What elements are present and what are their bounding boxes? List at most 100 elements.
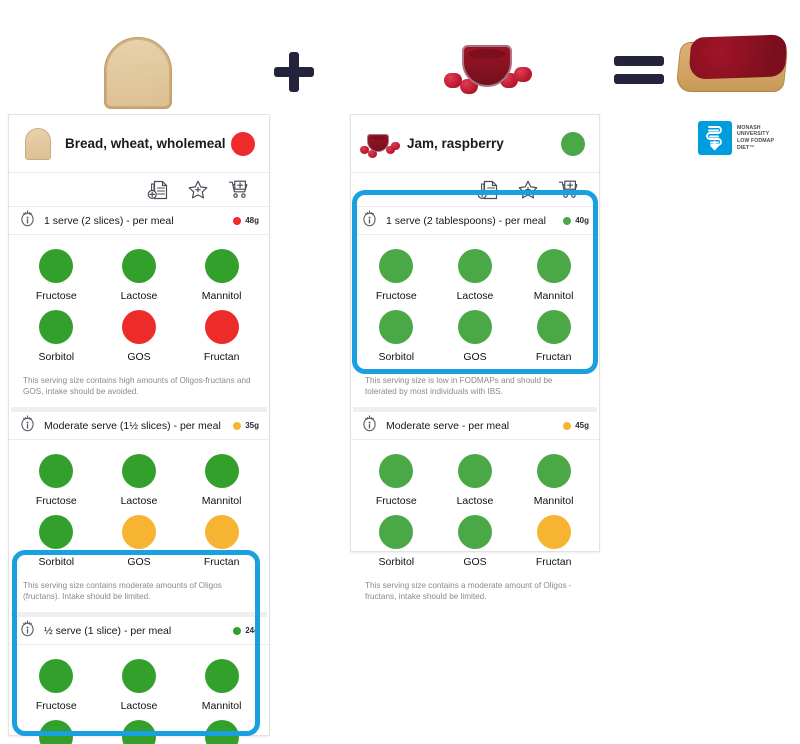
- food-card-bread: Bread, wheat, wholemeal: [8, 114, 270, 744]
- serving-amount: 35g: [233, 421, 259, 430]
- food-thumbnail: [17, 124, 57, 164]
- add-to-favourites[interactable]: [187, 179, 209, 201]
- add-to-shopping-list[interactable]: [557, 179, 581, 201]
- fodmap-label: Fructan: [203, 556, 240, 568]
- card-action-row: [9, 173, 269, 207]
- raspberry-thumb-shape: [391, 141, 400, 150]
- fodmap-cell: Lactose: [98, 659, 181, 712]
- food-title: Bread, wheat, wholemeal: [65, 136, 226, 151]
- fodmap-dot: [121, 659, 156, 693]
- add-to-food-diary[interactable]: [477, 179, 499, 201]
- fodmap-dot: [121, 720, 156, 744]
- fodmap-dot: [39, 720, 74, 744]
- bread-thumb-shape: [25, 127, 51, 160]
- serving-header[interactable]: Moderate serve (1½ slices) - per meal 35…: [9, 412, 269, 440]
- serving-block: 1 serve (2 slices) - per meal 48g Fructo…: [9, 207, 269, 412]
- hero-bread-image: [96, 25, 180, 111]
- fodmap-label: Fructose: [35, 290, 77, 302]
- fodmap-label: GOS: [127, 556, 151, 568]
- hero-jam-image: [438, 25, 534, 111]
- fodmap-label: Fructose: [35, 700, 77, 712]
- fodmap-grid: Fructose Lactose Mannitol Sorbitol GOS: [351, 440, 599, 570]
- serving-amount-text: 40g: [575, 216, 589, 225]
- serving-amount-text: 48g: [245, 216, 259, 225]
- fodmap-cell: Sorbitol: [15, 515, 98, 568]
- serving-block: Moderate serve - per meal 45g Fructose L…: [351, 412, 599, 612]
- jam-thumb-shape: [367, 133, 389, 152]
- serving-amount-text: 24g: [245, 626, 259, 635]
- fodmap-label: Mannitol: [201, 290, 242, 302]
- fodmap-label: Lactose: [120, 495, 158, 507]
- fodmap-dot: [39, 515, 74, 549]
- fodmap-cell: Lactose: [436, 249, 515, 302]
- serving-amount: 40g: [563, 216, 589, 225]
- fodmap-cell: Fructose: [357, 454, 436, 507]
- card-action-row: [351, 173, 599, 207]
- fodmap-label: GOS: [463, 556, 487, 568]
- add-to-favourites[interactable]: [517, 179, 539, 201]
- add-to-shopping-list[interactable]: [227, 179, 251, 201]
- fodmap-cell: Fructan: [514, 310, 593, 363]
- fodmap-dot: [204, 515, 239, 549]
- fodmap-cell: Lactose: [436, 454, 515, 507]
- fodmap-cell: Fructan: [180, 515, 263, 568]
- serving-label: 1 serve (2 tablespoons) - per meal: [386, 214, 546, 227]
- fodmap-cell: GOS: [98, 720, 181, 744]
- fodmap-cell: Fructose: [357, 249, 436, 302]
- bread-slice-shape: [104, 37, 172, 109]
- fodmap-dot: [39, 249, 74, 283]
- fodmap-cell: Mannitol: [180, 659, 263, 712]
- add-to-food-diary[interactable]: [147, 179, 169, 201]
- card-header-jam: Jam, raspberry: [351, 115, 599, 173]
- serving-label: ½ serve (1 slice) - per meal: [44, 624, 172, 637]
- overall-rating-dot: [561, 131, 585, 156]
- serving-amount-text: 35g: [245, 421, 259, 430]
- fodmap-cell: GOS: [436, 515, 515, 568]
- fodmap-label: Fructan: [203, 351, 240, 363]
- fodmap-cell: Mannitol: [514, 249, 593, 302]
- serving-amount-text: 45g: [575, 421, 589, 430]
- fodmap-label: Mannitol: [533, 290, 574, 302]
- fodmap-cell: Lactose: [98, 249, 181, 302]
- fodmap-cell: Mannitol: [180, 249, 263, 302]
- overall-rating-dot: [231, 131, 255, 156]
- fodmap-cell: Fructose: [15, 249, 98, 302]
- serving-divider: [11, 612, 267, 617]
- fodmap-dot: [121, 515, 156, 549]
- toast-jam-shape: [688, 34, 788, 80]
- fodmap-dot: [204, 659, 239, 693]
- food-thumbnail: [359, 124, 400, 164]
- fodmap-cell: Sorbitol: [357, 515, 436, 568]
- monash-wordmark: MONASH UNIVERSITY LOW FODMAP DIET™: [737, 124, 775, 151]
- serving-header[interactable]: 1 serve (2 slices) - per meal 48g: [9, 207, 269, 235]
- serving-label: Moderate serve (1½ slices) - per meal: [44, 419, 221, 432]
- fodmap-label: Lactose: [456, 290, 494, 302]
- fodmap-dot: [121, 310, 156, 344]
- serving-info-icon: [19, 209, 36, 233]
- serving-info-icon: [361, 414, 378, 438]
- fodmap-cell: Fructan: [514, 515, 593, 568]
- fodmap-cell: Fructose: [15, 454, 98, 507]
- fodmap-label: Lactose: [456, 495, 494, 507]
- fodmap-label: Fructose: [375, 290, 417, 302]
- raspberry-shape: [514, 67, 532, 82]
- serving-label: 1 serve (2 slices) - per meal: [44, 214, 174, 227]
- serving-amount: 24g: [233, 626, 259, 635]
- serving-header[interactable]: ½ serve (1 slice) - per meal 24g: [9, 617, 269, 645]
- fodmap-dot: [379, 454, 414, 488]
- fodmap-dot: [457, 454, 492, 488]
- fodmap-label: Mannitol: [201, 700, 242, 712]
- fodmap-dot: [121, 454, 156, 488]
- fodmap-label: GOS: [127, 351, 151, 363]
- fodmap-dot: [204, 454, 239, 488]
- fodmap-dot: [379, 249, 414, 283]
- fodmap-cell: Fructan: [180, 720, 263, 744]
- serving-header[interactable]: Moderate serve - per meal 45g: [351, 412, 599, 440]
- fodmap-label: Sorbitol: [378, 556, 415, 568]
- monash-low-fodmap-logo: MONASH UNIVERSITY LOW FODMAP DIET™: [698, 118, 794, 158]
- fodmap-label: Mannitol: [201, 495, 242, 507]
- serving-note: This serving size contains a moderate am…: [365, 581, 572, 601]
- serving-header[interactable]: 1 serve (2 tablespoons) - per meal 40g: [351, 207, 599, 235]
- serving-divider: [11, 407, 267, 412]
